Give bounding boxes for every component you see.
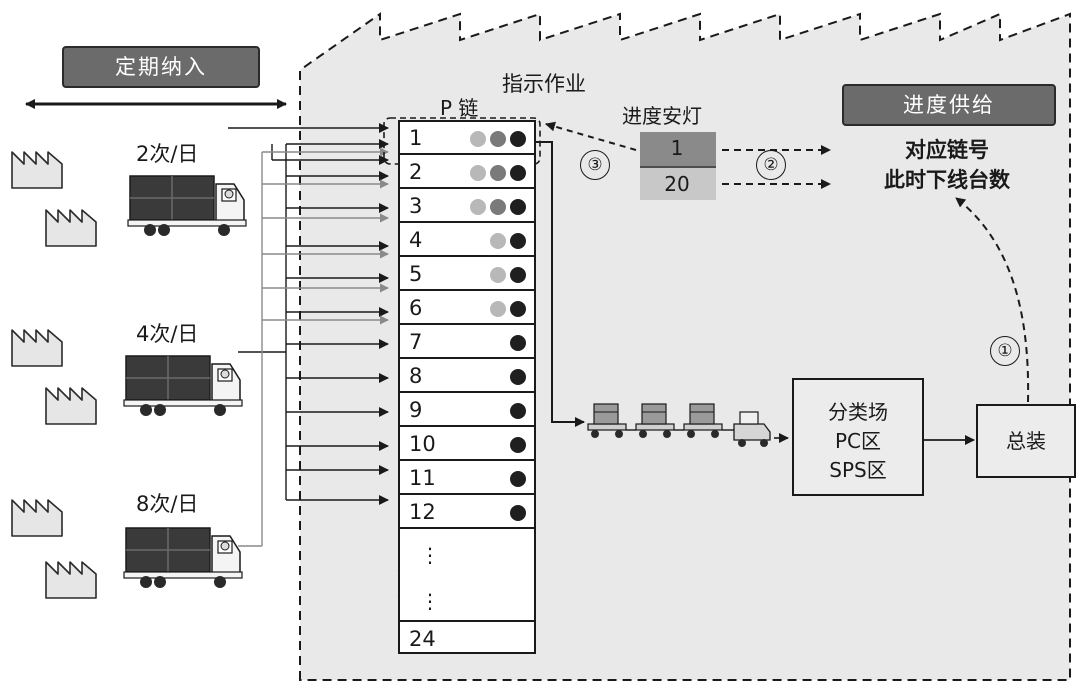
supplier-factory-icon [45, 209, 97, 247]
p-chain-row: 2 [400, 156, 534, 189]
p-chain-row-number: 1 [409, 126, 423, 150]
sorting-area-line2: PC区 [834, 429, 882, 453]
progress-andon-label: 进度安灯 [622, 104, 702, 128]
p-chain-row-number: 12 [409, 500, 436, 524]
supplier-factory-icon [45, 561, 97, 599]
supplier-factory-icon [11, 329, 63, 367]
supplier-factory-icon [11, 499, 63, 537]
p-chain-row: 3 [400, 190, 534, 223]
cart-train-icon [587, 403, 734, 439]
part-dot-dark [510, 403, 526, 419]
p-chain-row: 11 [400, 462, 534, 495]
p-chain-row-number: 7 [409, 330, 423, 354]
part-dot-mid [490, 165, 506, 181]
sorting-area-box: 分类场 PC区 SPS区 [792, 378, 924, 496]
part-dot-mid [490, 199, 506, 215]
andon-chain-number: 1 [670, 136, 684, 160]
p-chain-row-number: 6 [409, 296, 423, 320]
p-chain-row: 6 [400, 292, 534, 325]
final-assembly-box: 总装 [976, 404, 1076, 478]
part-dot-dark [510, 165, 526, 181]
part-dot-mid [490, 131, 506, 147]
part-dot-dark [510, 267, 526, 283]
p-chain-row-number: 5 [409, 262, 423, 286]
part-dot-dark [510, 369, 526, 385]
part-dot-light [470, 165, 486, 181]
part-dot-dark [510, 335, 526, 351]
supplier-factory-icon [45, 387, 97, 425]
supplier-frequency: 4次/日 [136, 322, 199, 346]
p-chain-row: 9 [400, 394, 534, 427]
p-chain-row-number: 10 [409, 432, 436, 456]
supply-line1: 对应链号 [905, 138, 989, 162]
truck-icon [123, 527, 243, 589]
part-dot-dark [510, 437, 526, 453]
p-chain-continuation: ⋮ [420, 589, 440, 613]
part-dot-dark [510, 301, 526, 317]
p-chain-label: P 链 [440, 96, 479, 120]
part-dot-light [490, 267, 506, 283]
supplier-frequency: 8次/日 [136, 492, 199, 516]
part-dot-light [470, 131, 486, 147]
step-2-marker: ② [756, 150, 786, 180]
p-chain-row: 12 [400, 496, 534, 529]
part-dot-light [490, 301, 506, 317]
p-chain-row-number: 4 [409, 228, 423, 252]
p-chain-row: 10 [400, 428, 534, 461]
part-dot-light [490, 233, 506, 249]
p-chain-row-number: 2 [409, 160, 423, 184]
sorting-area-line3: SPS区 [829, 458, 887, 482]
supplier-factory-icon [11, 151, 63, 189]
part-dot-dark [510, 471, 526, 487]
p-chain-last-row: 24 [400, 620, 534, 654]
p-chain-row-number: 8 [409, 364, 423, 388]
andon-completed-count: 20 [664, 172, 690, 196]
p-chain-continuation: ⋮ [420, 543, 440, 567]
sorting-area-line1: 分类场 [828, 400, 888, 424]
andon-bottom-block [640, 168, 716, 200]
progress-supply-label: 进度供给 [842, 84, 1056, 126]
supply-line2: 此时下线台数 [884, 168, 1010, 192]
instruction-work-label: 指示作业 [502, 72, 586, 96]
truck-icon [127, 175, 247, 237]
p-chain-row-number: 3 [409, 194, 423, 218]
p-chain-row-number: 11 [409, 466, 436, 490]
part-dot-light [470, 199, 486, 215]
tugger-icon [733, 411, 771, 447]
periodic-delivery-label: 定期纳入 [62, 46, 260, 88]
step-3-marker: ③ [580, 150, 610, 180]
part-dot-dark [510, 505, 526, 521]
p-chain-row: 8 [400, 360, 534, 393]
part-dot-dark [510, 233, 526, 249]
part-dot-dark [510, 199, 526, 215]
p-chain-row: 1 [400, 122, 534, 155]
p-chain-row: 5 [400, 258, 534, 291]
p-chain-row: 7 [400, 326, 534, 359]
part-dot-dark [510, 131, 526, 147]
p-chain-row-number: 9 [409, 398, 423, 422]
step-1-marker: ① [990, 336, 1020, 366]
p-chain-row: 4 [400, 224, 534, 257]
supplier-frequency: 2次/日 [136, 142, 199, 166]
truck-icon [123, 355, 243, 417]
andon-top-block [640, 132, 716, 166]
